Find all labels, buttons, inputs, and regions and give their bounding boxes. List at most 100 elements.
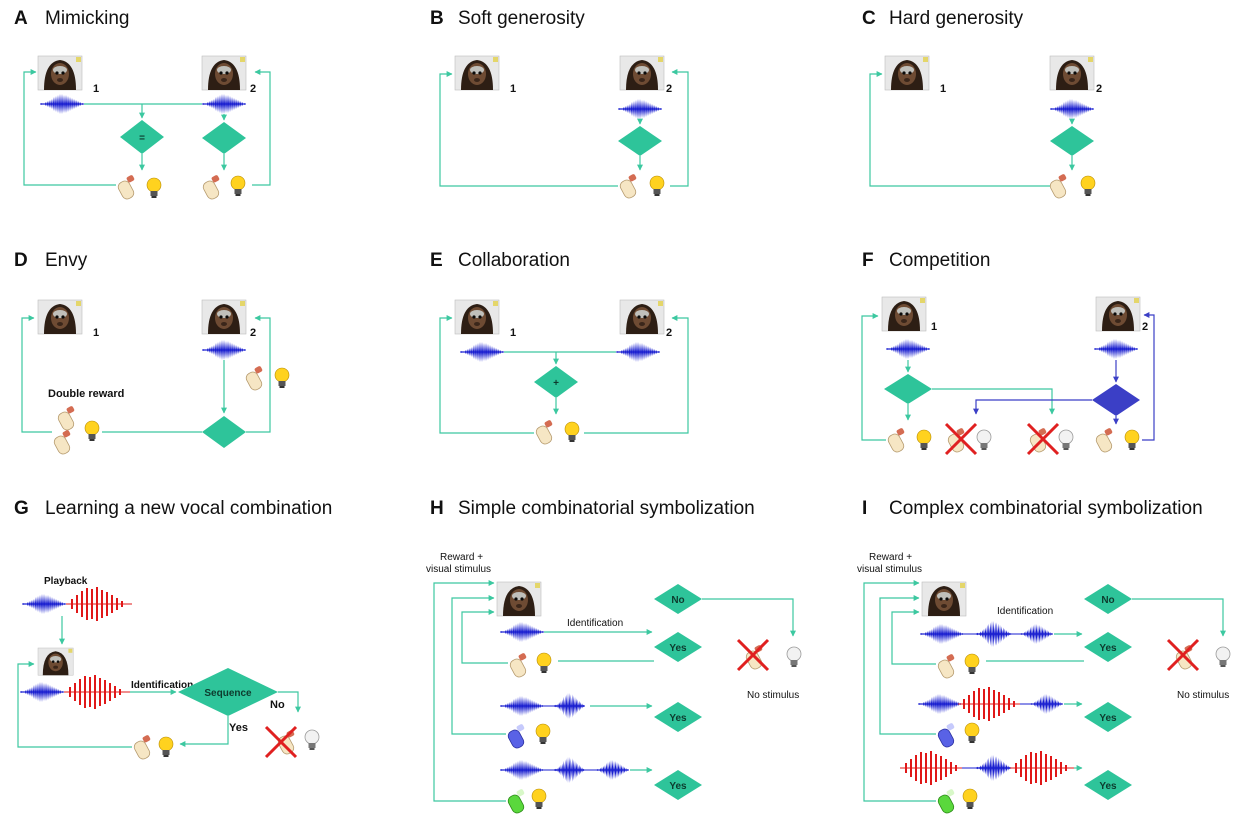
panel-letter: B (430, 8, 444, 29)
red-call-waveform (1009, 750, 1077, 786)
lightbulb-icon (964, 653, 980, 675)
reward-bottle-green-icon (505, 787, 527, 816)
blue-call-waveform (1029, 693, 1064, 715)
marmoset-photo (37, 55, 83, 91)
reward-bottle-blue-icon (935, 721, 957, 750)
lightbulb-off-icon (304, 729, 320, 751)
blue-call-waveform (21, 593, 67, 615)
yes-diamond (654, 702, 702, 732)
lightbulb-icon (230, 175, 246, 197)
plus-sign: + (553, 378, 559, 389)
no-diamond (654, 584, 702, 614)
red-call-waveform (65, 586, 133, 622)
decision-diamond (202, 122, 246, 154)
panel-title: Competition (889, 250, 990, 271)
marmoset-photo (619, 55, 665, 91)
identification-label: Identification (131, 680, 193, 691)
marmoset-photo (884, 55, 930, 91)
marmoset-photo (37, 647, 74, 676)
panel-title: Simple combinatorial symbolization (458, 498, 755, 519)
reward-bottle-icon (885, 426, 907, 455)
marmoset-photo (619, 299, 665, 335)
reward-bottle-icon (55, 404, 77, 433)
lightbulb-icon (964, 722, 980, 744)
yes-label: Yes (1099, 713, 1117, 724)
panel-letter: F (862, 250, 874, 271)
blue-call-waveform (975, 754, 1012, 782)
lightbulb-icon (916, 429, 932, 451)
reward-bottle-blue-icon (505, 722, 527, 751)
panel-title: Learning a new vocal combination (45, 498, 332, 519)
lightbulb-off-icon (1058, 429, 1074, 451)
blue-call-waveform (553, 692, 586, 720)
marmoset-photo (881, 296, 927, 332)
blue-call-waveform (919, 623, 965, 645)
blue-call-waveform (19, 681, 65, 703)
blue-call-waveform (1093, 338, 1139, 360)
blue-call-waveform (499, 695, 545, 717)
lightbulb-off-icon (786, 646, 802, 668)
marmoset-photo (496, 581, 542, 617)
sequence-diamond (178, 668, 278, 716)
decision-diamond (534, 366, 578, 398)
subject-label: 2 (666, 83, 672, 95)
marmoset-photo (1049, 55, 1095, 91)
yes-label: Yes (229, 722, 248, 734)
reward-visual-label: Reward + (869, 552, 912, 563)
blue-call-waveform (499, 621, 545, 643)
no-stimulus-label: No stimulus (747, 690, 799, 701)
yes-label: Yes (1099, 643, 1117, 654)
marmoset-photo (37, 299, 83, 335)
no-stimulus-label: No stimulus (1177, 690, 1229, 701)
no-label: No (671, 595, 684, 606)
playback-label: Playback (44, 576, 88, 587)
marmoset-photo (201, 55, 247, 91)
blue-call-waveform (499, 759, 545, 781)
blue-call-waveform (459, 341, 505, 363)
reward-bottle-icon (115, 173, 137, 202)
decision-diamond (202, 416, 246, 448)
yes-label: Yes (669, 781, 687, 792)
lightbulb-icon (274, 367, 290, 389)
blue-call-waveform (1049, 98, 1095, 120)
yes-diamond (1084, 702, 1132, 732)
panel-title: Mimicking (45, 8, 129, 29)
reward-visual-label: Reward + (440, 552, 483, 563)
panel-title: Envy (45, 250, 88, 271)
reward-bottle-icon (200, 173, 222, 202)
panel-c: C Hard generosity 1 2 (862, 8, 1102, 201)
red-call-waveform (899, 750, 967, 786)
reward-bottle-icon (533, 418, 555, 447)
yes-label: Yes (669, 643, 687, 654)
subject-label: 2 (250, 327, 256, 339)
equals-sign: = (139, 133, 145, 144)
blue-call-waveform (917, 693, 963, 715)
lightbulb-icon (1080, 175, 1096, 197)
marmoset-photo (201, 299, 247, 335)
yes-diamond (654, 632, 702, 662)
lightbulb-icon (649, 175, 665, 197)
double-reward-label: Double reward (48, 388, 124, 400)
reward-bottle-icon (1093, 426, 1115, 455)
panel-letter: E (430, 250, 443, 271)
yes-label: Yes (669, 713, 687, 724)
panel-g: G Learning a new vocal combination Playb… (14, 498, 332, 762)
no-label: No (1101, 595, 1114, 606)
blue-call-waveform (885, 338, 931, 360)
lightbulb-icon (146, 177, 162, 199)
panel-letter: I (862, 498, 867, 519)
red-call-waveform (63, 674, 131, 710)
decision-diamond (1050, 126, 1094, 156)
panel-title: Complex combinatorial symbolization (889, 498, 1203, 519)
decision-diamond (120, 120, 164, 154)
subject-label: 2 (250, 83, 256, 95)
yes-diamond (1084, 632, 1132, 662)
reward-bottle-icon (51, 428, 73, 457)
lightbulb-icon (531, 788, 547, 810)
lightbulb-icon (84, 420, 100, 442)
reward-bottle-icon (935, 652, 957, 681)
red-call-waveform (957, 686, 1025, 722)
panel-letter: A (14, 8, 28, 29)
blue-call-waveform (39, 93, 85, 115)
